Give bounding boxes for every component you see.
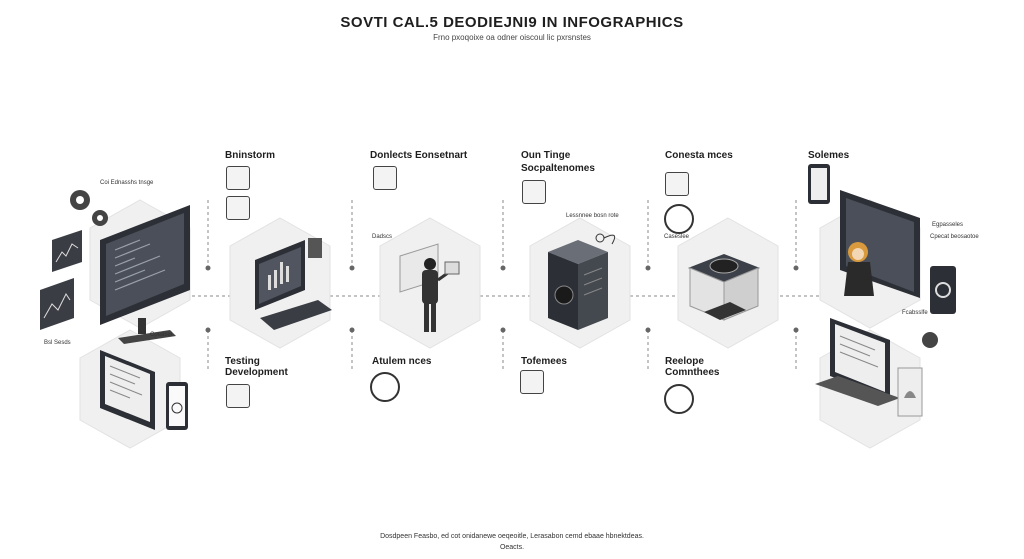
label-left-top: Coi Ednasshs tnsge: [100, 180, 154, 186]
avatar-woman-icon: [370, 372, 400, 402]
footer-line-2: Oeacts.: [499, 544, 525, 551]
portrait-icon: [226, 166, 250, 190]
label-right-top2: Cpecat beosaotoe: [930, 234, 979, 240]
label-right-top: Egpasseles: [932, 222, 964, 228]
stage-label-bninstorm: Bninstorm: [225, 150, 275, 161]
left-bottom-monitor: [100, 350, 188, 430]
label-right-mid: Fcabsslfe: [902, 310, 928, 316]
presenter-illustration: [399, 243, 460, 332]
location-pin-icon: [226, 384, 250, 408]
stage-label-tofemees: Tofemees: [521, 356, 567, 367]
gear-settings-icon: [373, 166, 397, 190]
stage-label-atulem: Atulem nces: [372, 356, 432, 367]
magnifier-icon: [226, 196, 250, 220]
device-box-illustration: [688, 254, 760, 321]
document-list-icon: [522, 180, 546, 204]
target-icon: [664, 204, 694, 234]
user-profile-icon: [665, 172, 689, 196]
label-donlects-bottom: Dadscs: [372, 234, 393, 240]
laptop-illustration: [255, 238, 332, 330]
page-subtitle: Frno pxoqoixe oa odner oiscoul lic pxrsn…: [433, 33, 591, 42]
stage-sublabel-oun-tinge: Socpaltenomes: [521, 163, 595, 174]
target-circle-icon: [664, 384, 694, 414]
stage-label-testing: Testing: [225, 356, 260, 367]
label-left-bottom: Bsl Sesds: [44, 340, 71, 346]
left-small-screens: [40, 230, 82, 330]
stage-label-oun-tinge: Oun Tinge: [521, 150, 571, 161]
footer-text: Dosdpeen Feasbo, ed cot onidanewe oeqeoi…: [0, 531, 1024, 553]
stage-label-conesta: Conesta mces: [665, 150, 733, 161]
avatar-man-icon: [520, 370, 544, 394]
label-conesta-bottom: Caseslee: [664, 234, 690, 240]
right-laptop-illustration: [815, 318, 938, 417]
footer-line-1: Dosdpeen Feasbo, ed cot onidanewe oeqeoi…: [380, 533, 644, 540]
stage-label-donlects: Donlects Eonsetnart: [370, 150, 468, 161]
server-tower-illustration: [548, 233, 616, 330]
stage-label-solemes: Solemes: [808, 150, 850, 161]
stage-label-reelope: Reelope: [665, 356, 704, 367]
gear-icons: [70, 190, 108, 226]
stage-sublabel-development: Development: [225, 367, 288, 378]
tablet-character-illustration: [808, 164, 956, 314]
label-oun-tinge-bottom: Lessnnee bosn rote: [566, 213, 619, 219]
label-left-mid: Cpeasel: [150, 332, 173, 338]
page-title: SOVTI CAL.5 DEODIEJNI9 IN INFOGRAPHICS: [340, 14, 684, 31]
stage-sublabel-comnthees: Comnthees: [665, 367, 720, 378]
desktop-monitor-illustration: [100, 205, 190, 344]
